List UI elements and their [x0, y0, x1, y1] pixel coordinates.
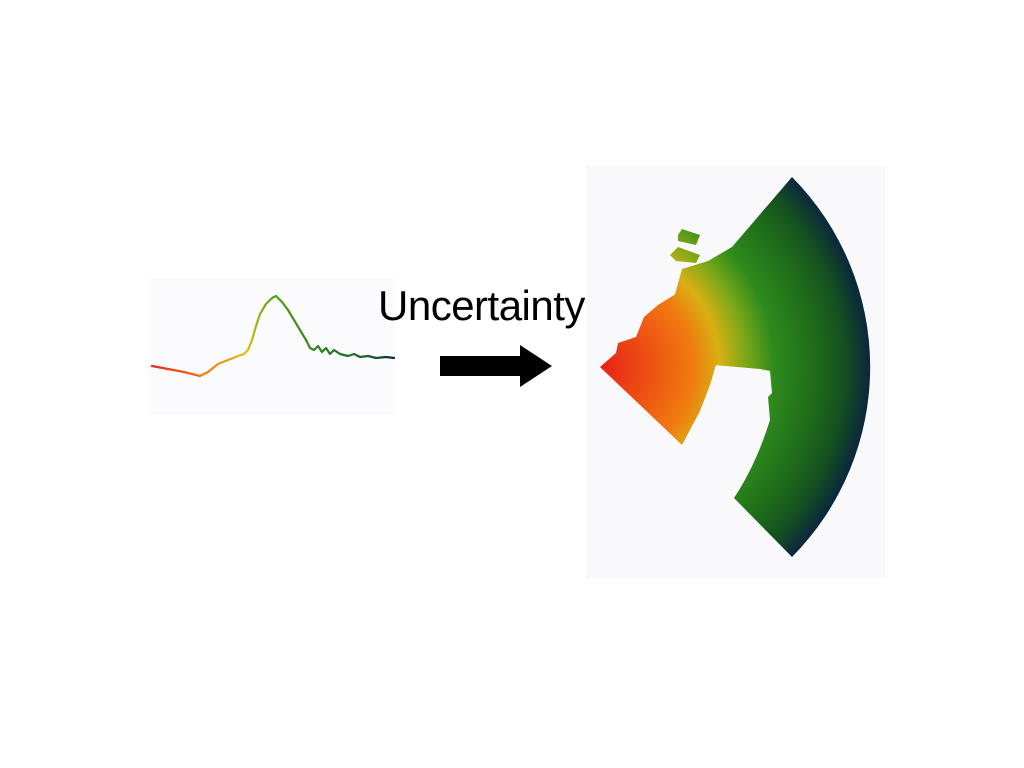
- curve-panel: [148, 278, 396, 415]
- uncertainty-label: Uncertainty: [378, 282, 585, 329]
- uncertainty-curve: [150, 294, 396, 378]
- upper-fragment-2: [670, 247, 700, 263]
- upper-fragment: [678, 229, 700, 245]
- curve-plot: [150, 294, 396, 378]
- inner-core: [600, 295, 720, 445]
- right-arrow-icon: [440, 345, 552, 387]
- polar-visualization-panel: [586, 165, 885, 579]
- polar-sector-plot: [600, 177, 871, 557]
- outer-sector: [672, 177, 871, 557]
